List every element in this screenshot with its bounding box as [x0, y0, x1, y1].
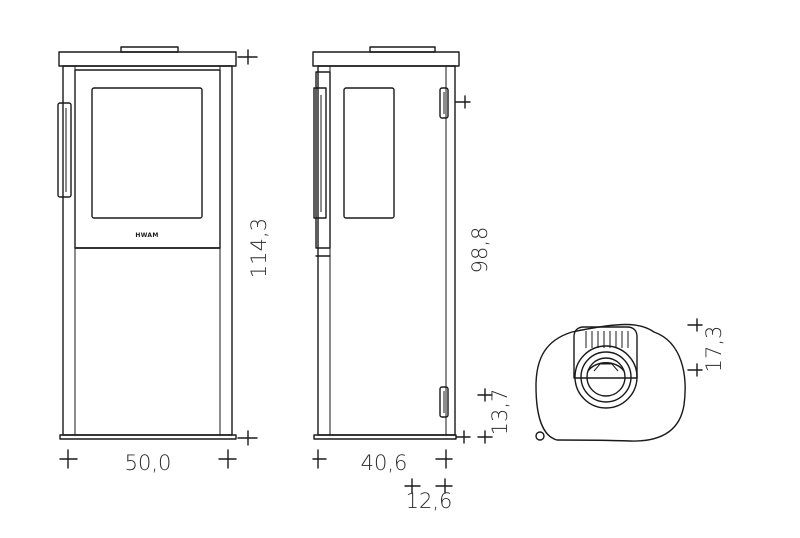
- top-view: [535, 323, 686, 442]
- top-outlet-offset-dimension: [687, 318, 703, 377]
- side-depth-label: 40,6: [361, 451, 408, 475]
- side-depth-dimension: [312, 449, 453, 469]
- bottom-height-dimension: [455, 388, 493, 444]
- front-width-label: 50,0: [125, 451, 172, 475]
- front-height-label: 114,3: [247, 218, 271, 278]
- front-height-dimension: [237, 49, 258, 446]
- outlet-offset-dimension: [404, 478, 453, 494]
- top-outlet-offset-label: 17,3: [702, 326, 726, 373]
- outlet-offset-label: 12,6: [406, 489, 453, 513]
- outlet-height-dimension: [455, 95, 471, 109]
- side-view: [312, 46, 460, 440]
- front-view: HWAM: [57, 46, 237, 440]
- bottom-height-label: 13,7: [488, 389, 512, 436]
- outlet-height-label: 98,8: [468, 227, 492, 274]
- front-width-dimension: [59, 449, 237, 469]
- brand-logo: HWAM: [135, 232, 158, 239]
